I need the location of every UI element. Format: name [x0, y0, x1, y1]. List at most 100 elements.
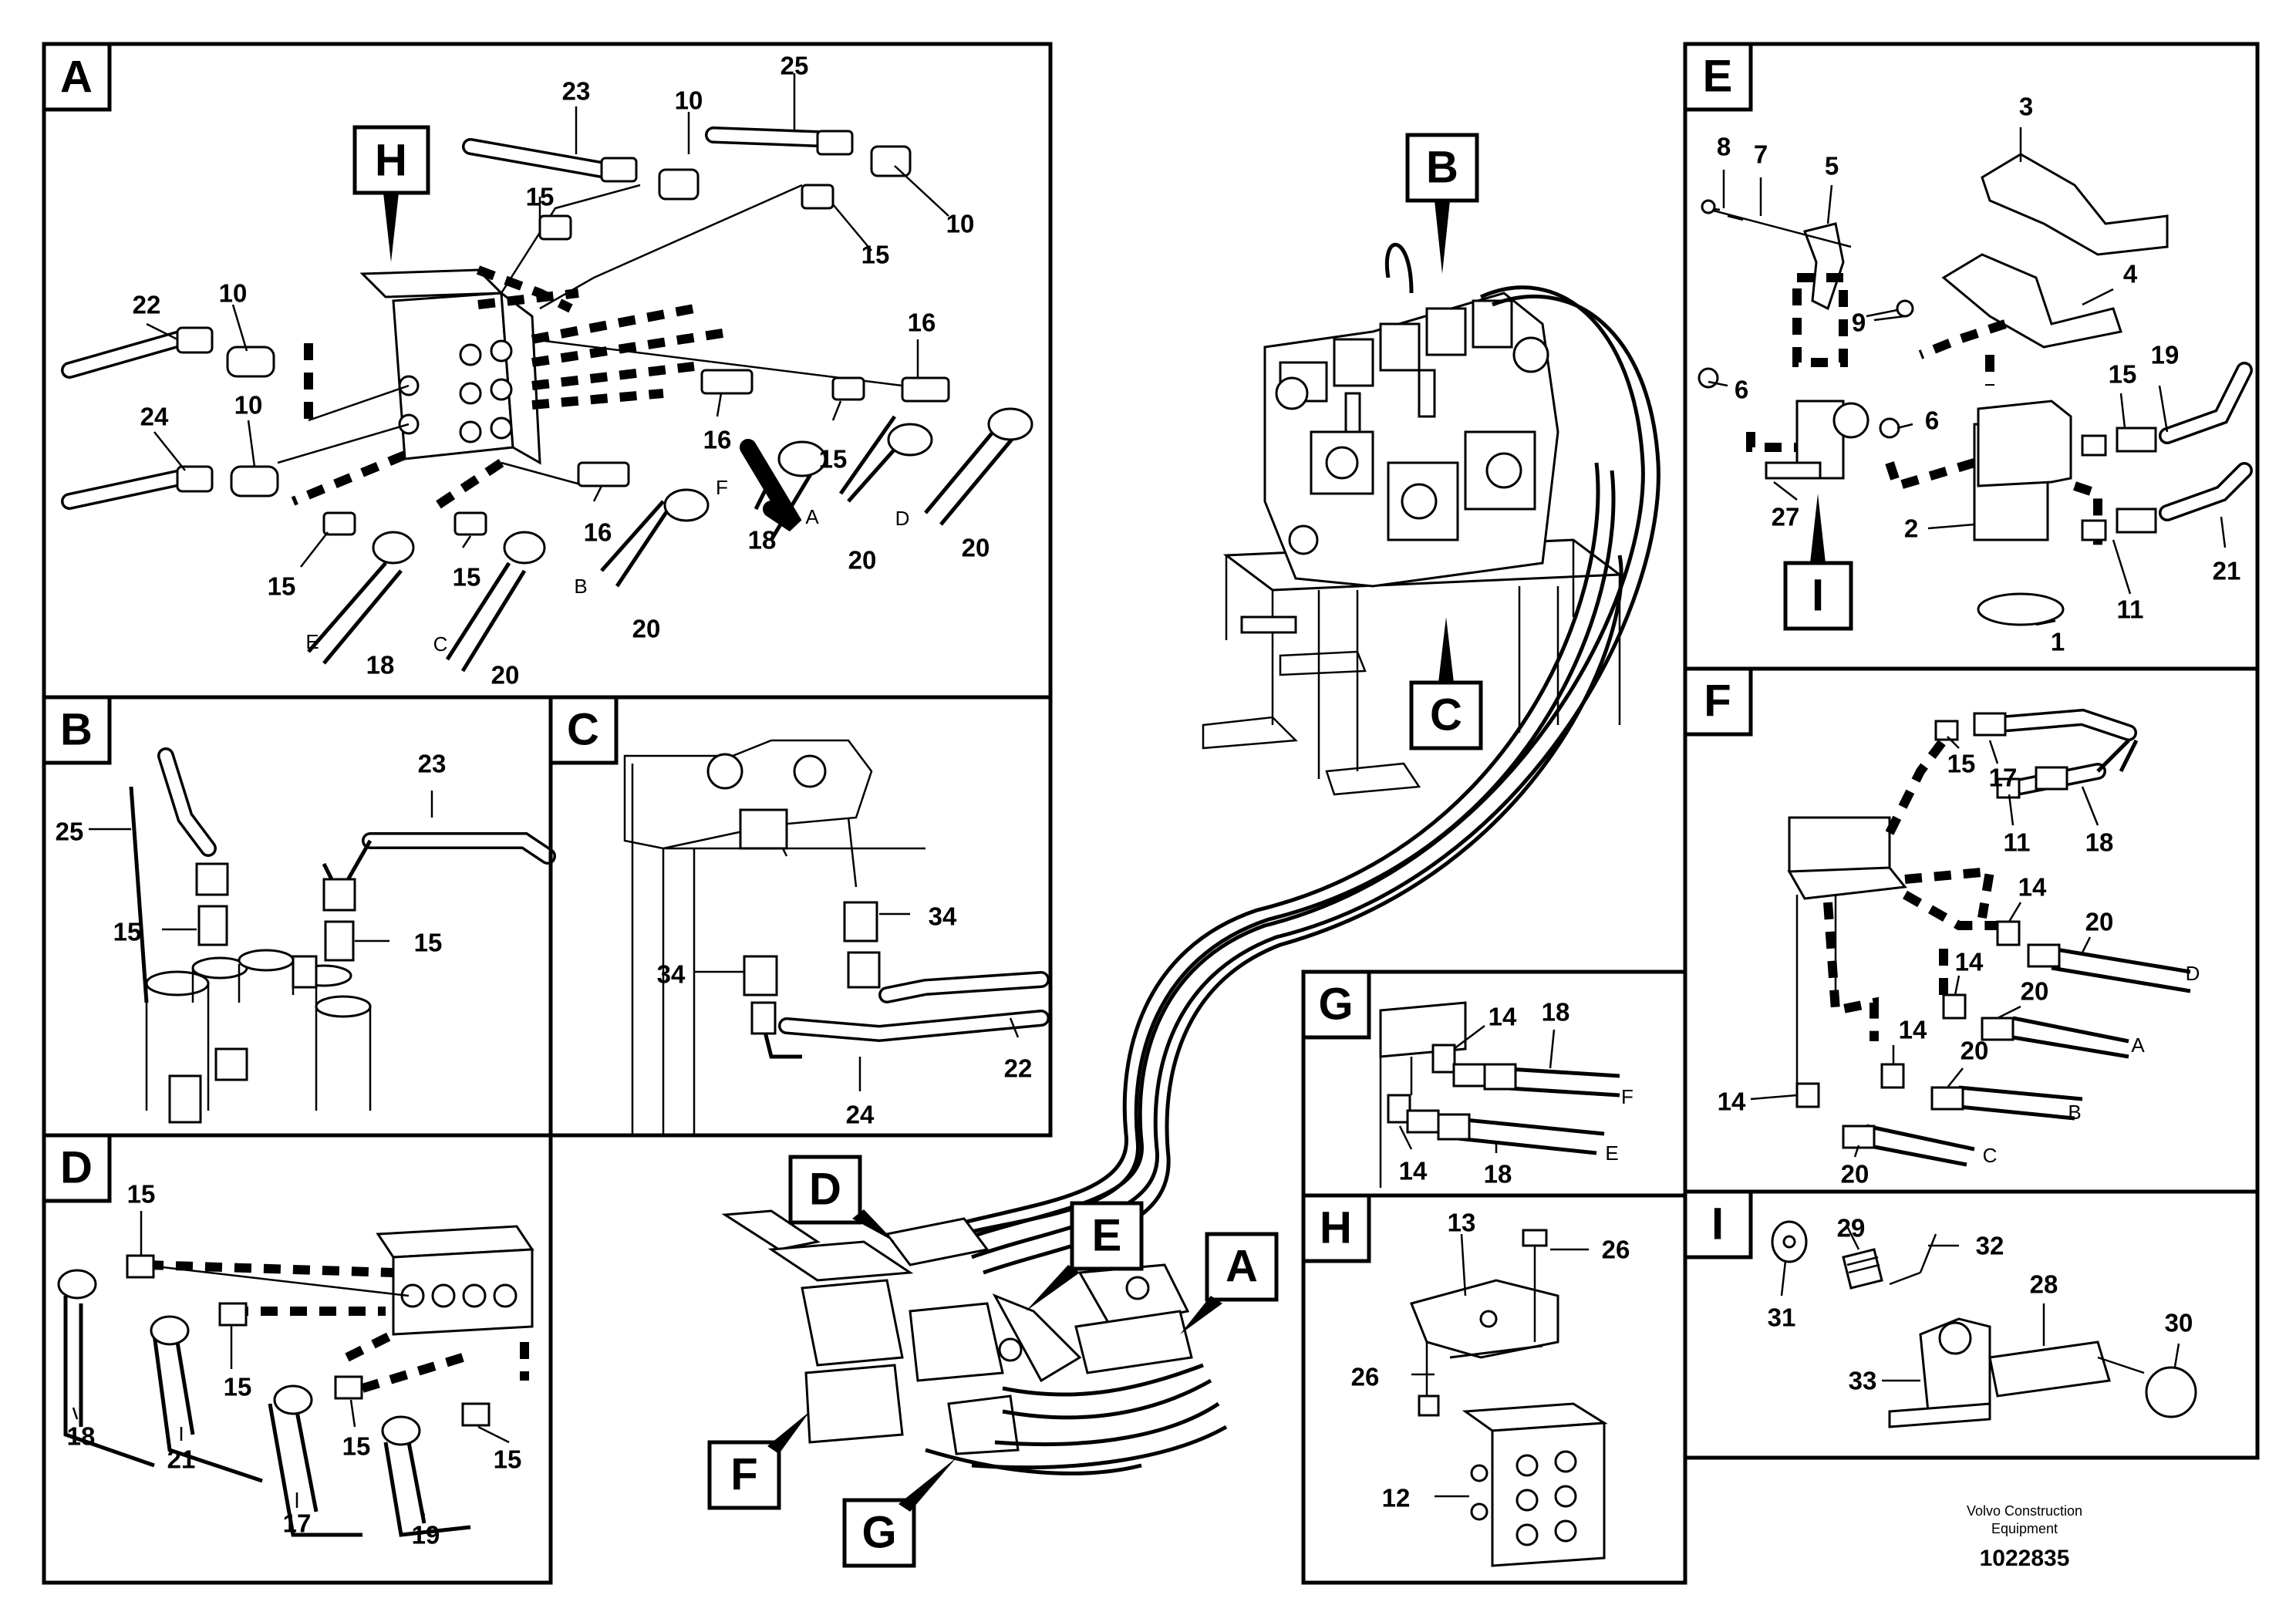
module-2	[1973, 400, 2072, 626]
callout-e-6a: 6	[1735, 376, 1748, 404]
letter-f-b: B	[2068, 1101, 2081, 1124]
callout-g-18a: 18	[1542, 998, 1570, 1027]
letter-a-a: A	[805, 505, 819, 528]
callout-i-29: 29	[1837, 1214, 1866, 1243]
pedal	[1941, 153, 2169, 349]
letter-g-f: F	[1621, 1085, 1633, 1108]
panel-e: E	[1683, 42, 2260, 671]
callout-f-17: 17	[1989, 764, 2018, 792]
callout-a-15c: 15	[819, 445, 848, 474]
overview-tag-e: E	[1092, 1211, 1122, 1261]
panel-f: F 15 17	[1683, 666, 2260, 1194]
panel-a: A H	[42, 42, 1053, 700]
callout-f-20a: 20	[2085, 908, 2114, 936]
callout-b-15a: 15	[113, 918, 142, 946]
callout-a-16b: 16	[703, 426, 732, 454]
manifold-block	[376, 1225, 534, 1336]
callout-i-30: 30	[2165, 1309, 2193, 1337]
callout-f-20d: 20	[1841, 1160, 1870, 1189]
callout-d-17: 17	[283, 1509, 312, 1538]
letter-a-f: F	[716, 476, 728, 499]
panel-d-tag: D	[60, 1143, 93, 1193]
callout-a-24: 24	[140, 403, 169, 431]
panel-g: G 14 18 14 18 F E	[1301, 969, 1687, 1198]
letter-a-c: C	[433, 632, 448, 656]
callout-h-26a: 26	[1602, 1236, 1630, 1264]
callout-a-10b: 10	[946, 210, 975, 238]
credit-line-2: Equipment	[1991, 1521, 2058, 1536]
switch-27	[1765, 400, 1870, 480]
callout-e-8: 8	[1717, 133, 1731, 161]
valve-block-h	[1462, 1402, 1608, 1567]
callout-e-2: 2	[1904, 514, 1918, 543]
callout-c-34a: 34	[929, 902, 957, 931]
drawing-id: 1022835	[1980, 1546, 2070, 1571]
overview-tag-c: C	[1430, 690, 1462, 740]
callout-a-18b: 18	[366, 651, 395, 679]
valve-block	[359, 268, 541, 465]
overview-tag-d: D	[809, 1165, 841, 1215]
module-f	[1787, 816, 1907, 900]
callout-b-15b: 15	[414, 929, 443, 957]
callout-a-15e: 15	[453, 563, 481, 592]
callout-f-11: 11	[2004, 828, 2031, 857]
callout-f-14d: 14	[1718, 1088, 1746, 1116]
valve-base	[623, 739, 925, 1134]
callout-a-15b: 15	[861, 241, 890, 269]
callout-d-15c: 15	[342, 1432, 371, 1461]
callout-a-16c: 16	[584, 518, 612, 547]
panel-e-tag: E	[1703, 52, 1733, 102]
panel-a-tag: A	[60, 52, 93, 103]
panel-c-tag: C	[567, 705, 599, 755]
callout-f-14b: 14	[1955, 948, 1984, 976]
panel-g-tag: G	[1318, 980, 1353, 1030]
letter-a-b: B	[574, 575, 587, 598]
panel-i: I 29 32 31 28 30 33	[1683, 1189, 2260, 1460]
callout-a-15a: 15	[526, 183, 555, 211]
callout-g-18b: 18	[1484, 1160, 1512, 1189]
callout-h-26b: 26	[1351, 1363, 1380, 1391]
callout-a-25: 25	[781, 52, 809, 80]
letter-f-c: C	[1983, 1144, 1998, 1167]
callout-g-14a: 14	[1489, 1003, 1517, 1031]
callout-b-25: 25	[56, 818, 84, 846]
callout-d-15b: 15	[224, 1373, 252, 1401]
callout-a-10d: 10	[234, 391, 263, 420]
callout-a-22: 22	[133, 291, 161, 319]
callout-d-21: 21	[167, 1445, 196, 1474]
callout-h-12: 12	[1382, 1484, 1411, 1512]
callout-a-20c: 20	[632, 615, 661, 643]
callout-a-10a: 10	[675, 86, 703, 115]
callout-e-15: 15	[2109, 360, 2137, 389]
callout-h-13: 13	[1448, 1209, 1476, 1237]
letter-a-d: D	[895, 507, 910, 530]
callout-d-19: 19	[412, 1521, 440, 1549]
callout-a-16a: 16	[908, 309, 936, 337]
callout-f-14c: 14	[1899, 1016, 1927, 1044]
credit-block: Volvo Construction Equipment 1022835	[1967, 1503, 2082, 1571]
letter-f-d: D	[2186, 962, 2200, 985]
callout-e-11: 11	[2117, 595, 2144, 624]
callout-e-19: 19	[2151, 341, 2180, 369]
callout-f-20b: 20	[2021, 977, 2049, 1006]
callout-c-24: 24	[846, 1101, 875, 1129]
callout-a-18a: 18	[748, 526, 777, 555]
panel-b-tag: B	[60, 705, 93, 755]
letter-g-e: E	[1605, 1141, 1618, 1165]
credit-line-1: Volvo Construction	[1967, 1503, 2082, 1519]
callout-d-18: 18	[67, 1422, 96, 1451]
control-valve	[1263, 292, 1559, 588]
callout-a-15d: 15	[268, 572, 296, 601]
callout-i-32: 32	[1976, 1232, 2004, 1260]
callout-e-7: 7	[1754, 140, 1768, 169]
callout-d-15a: 15	[127, 1180, 156, 1209]
callout-a-20b: 20	[962, 534, 990, 562]
control-console	[721, 1209, 1228, 1475]
letter-a-e: E	[305, 630, 319, 653]
callout-c-34b: 34	[657, 960, 686, 989]
callout-a-20a: 20	[848, 546, 877, 575]
callout-e-3: 3	[2019, 93, 2033, 121]
callout-e-9: 9	[1852, 309, 1866, 337]
panel-a-subtag-h: H	[375, 136, 407, 186]
